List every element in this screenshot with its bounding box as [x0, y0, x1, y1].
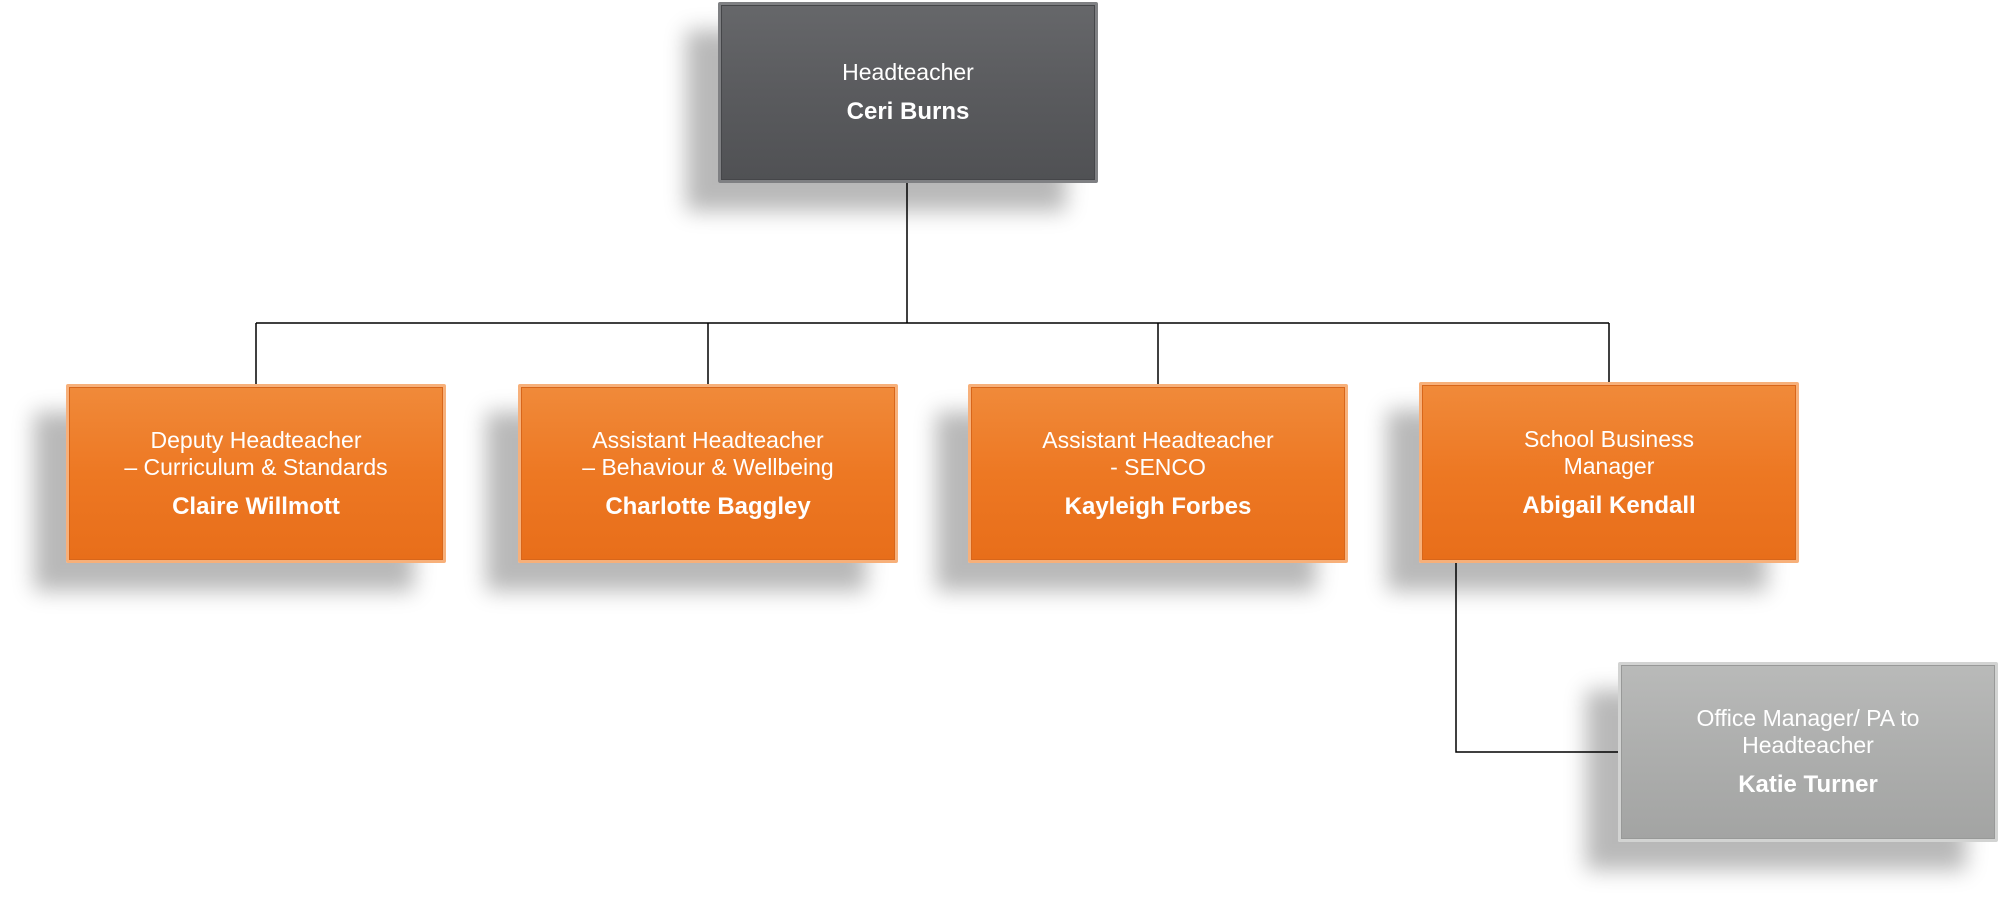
connector-to-office-manager: [1455, 563, 1620, 753]
office-manager-name: Katie Turner: [1738, 771, 1878, 798]
office-manager-role: Office Manager/ PA to Headteacher: [1696, 705, 1920, 758]
headteacher-role: Headteacher: [842, 59, 974, 85]
assistant-behaviour-name: Charlotte Baggley: [605, 492, 811, 520]
headteacher-name: Ceri Burns: [846, 98, 970, 125]
node-deputy-headteacher: Deputy Headteacher – Curriculum & Standa…: [66, 384, 446, 563]
assistant-senco-role: Assistant Headteacher - SENCO: [1042, 426, 1274, 480]
node-office-manager: Office Manager/ PA to Headteacher Katie …: [1618, 662, 1998, 842]
assistant-senco-name: Kayleigh Forbes: [1064, 492, 1252, 520]
node-assistant-headteacher-senco: Assistant Headteacher - SENCO Kayleigh F…: [968, 384, 1348, 563]
node-assistant-headteacher-behaviour: Assistant Headteacher – Behaviour & Well…: [518, 384, 898, 563]
business-manager-name: Abigail Kendall: [1522, 491, 1696, 519]
deputy-role: Deputy Headteacher – Curriculum & Standa…: [124, 426, 388, 480]
node-headteacher: Headteacher Ceri Burns: [718, 2, 1098, 183]
business-manager-role: School Business Manager: [1523, 425, 1695, 479]
assistant-behaviour-role: Assistant Headteacher – Behaviour & Well…: [582, 426, 834, 480]
node-school-business-manager: School Business Manager Abigail Kendall: [1419, 382, 1799, 563]
deputy-name: Claire Willmott: [172, 492, 340, 520]
